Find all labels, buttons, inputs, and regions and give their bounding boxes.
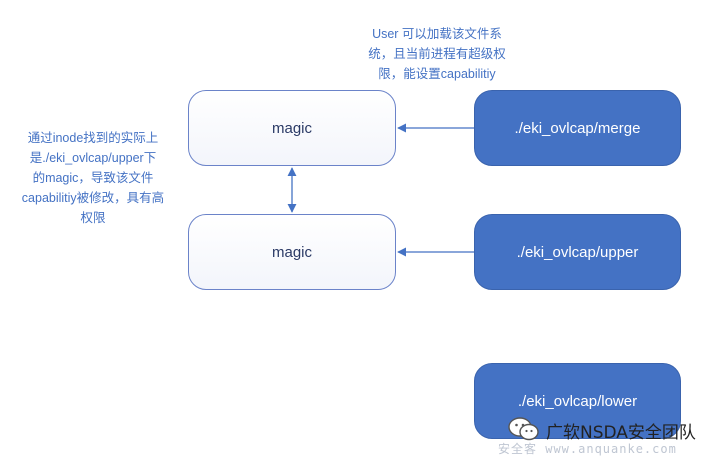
node-merge: ./eki_ovlcap/merge (474, 90, 681, 166)
node-upper: ./eki_ovlcap/upper (474, 214, 681, 290)
node-label: ./eki_ovlcap/merge (514, 119, 641, 137)
watermark: 广软NSDA安全团队 安全客 www.anquanke.com (496, 414, 714, 459)
note-line: 权限 (80, 211, 106, 225)
node-label: magic (271, 243, 312, 261)
node-magic-bottom: magic (188, 214, 396, 290)
note-line: 统，且当前进程有超级权 (368, 47, 506, 61)
node-label: ./eki_ovlcap/upper (516, 243, 639, 261)
note-top-right: User 可以加载该文件系 统，且当前进程有超级权 限，能设置capabilit… (344, 24, 530, 84)
node-label: ./eki_ovlcap/lower (517, 392, 638, 410)
note-line: 是./eki_ovlcap/upper下 (29, 151, 157, 165)
node-label: magic (271, 119, 312, 137)
node-magic-top: magic (188, 90, 396, 166)
wechat-icon (508, 417, 539, 441)
watermark-text: 广软NSDA安全团队 (546, 423, 696, 443)
note-line: 的magic，导致该文件 (32, 171, 154, 185)
note-line: User 可以加载该文件系 (372, 27, 502, 41)
note-line: 限，能设置capabilitiy (378, 67, 496, 81)
watermark-sub: 安全客 www.anquanke.com (498, 442, 677, 456)
note-line: 通过inode找到的实际上 (27, 131, 159, 145)
note-left: 通过inode找到的实际上 是./eki_ovlcap/upper下 的magi… (0, 128, 186, 228)
note-line: capabilitiy被修改，具有高 (21, 191, 165, 205)
